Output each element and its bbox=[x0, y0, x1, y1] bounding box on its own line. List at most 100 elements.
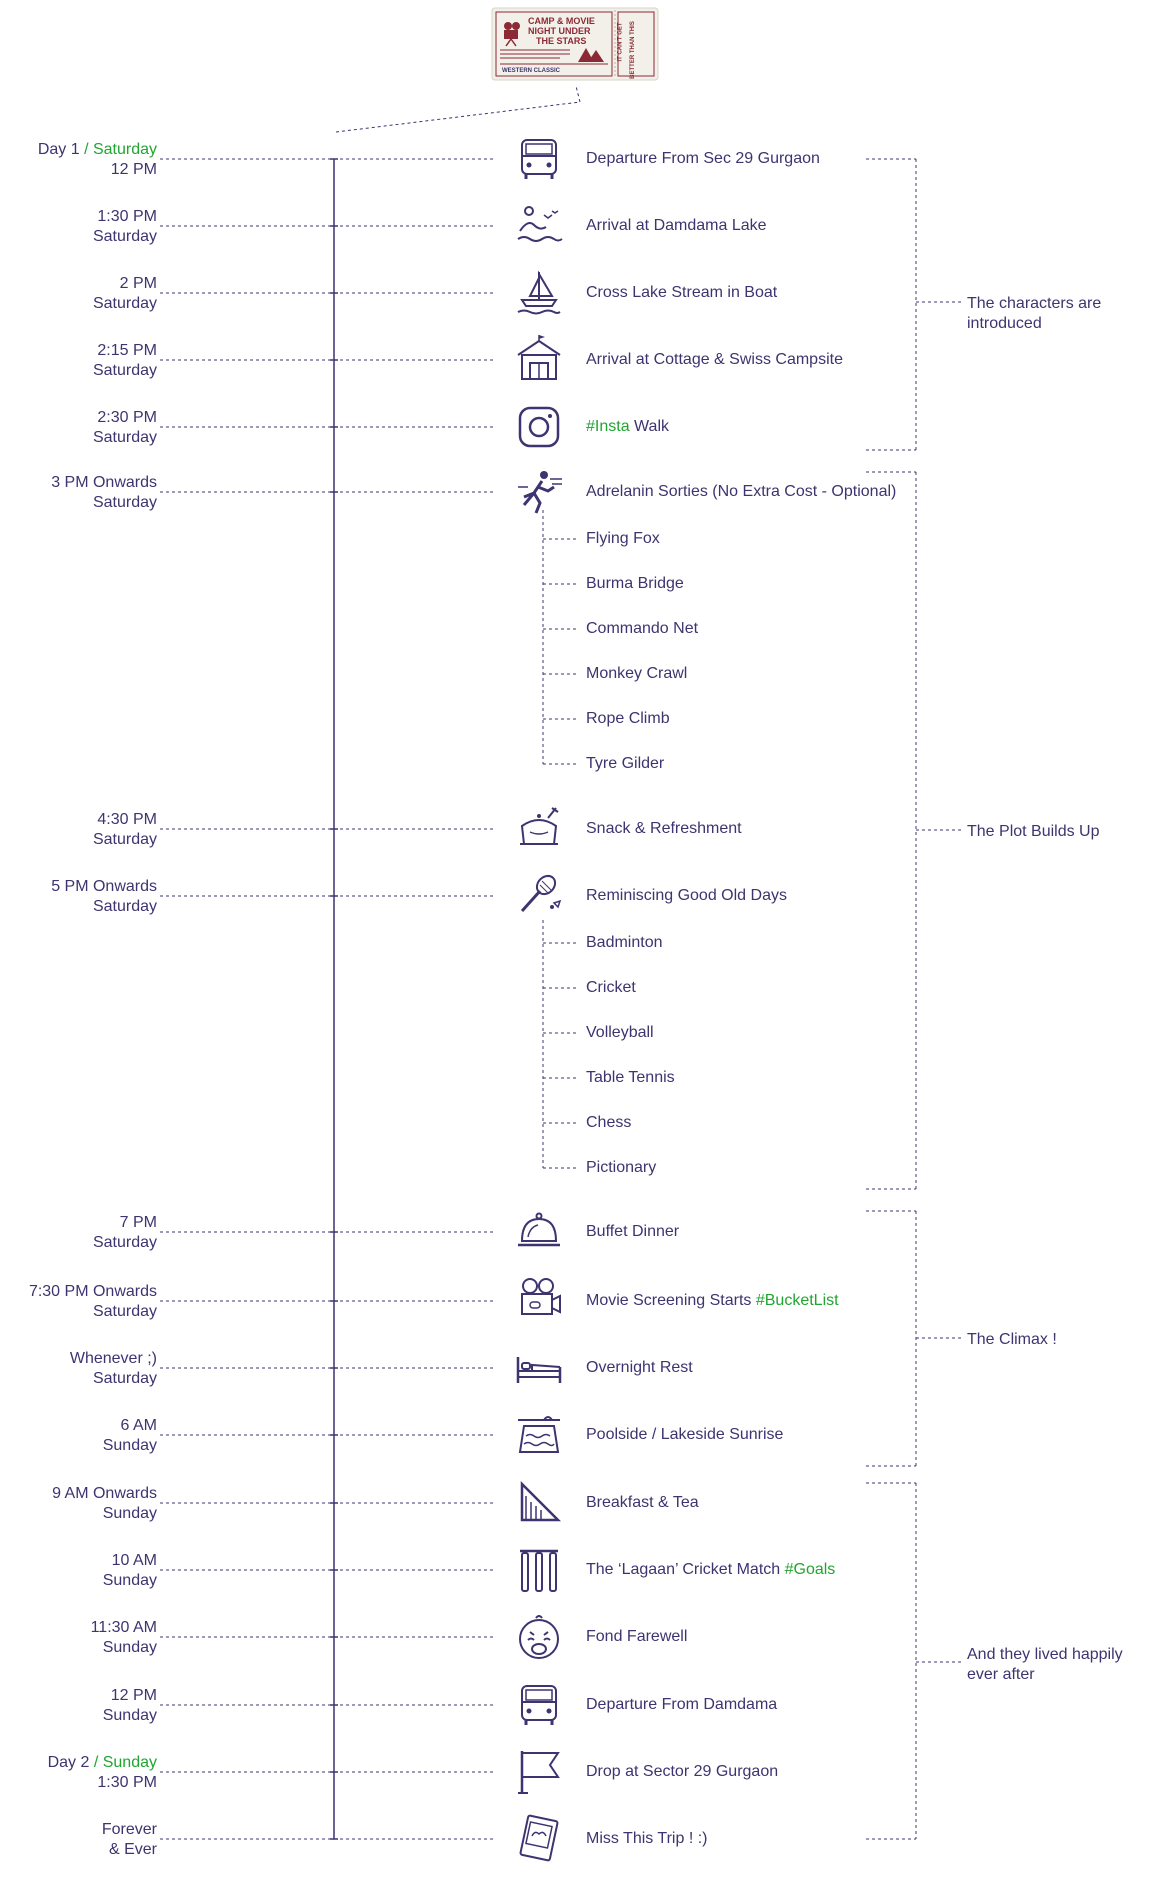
ticket-connector-line bbox=[335, 101, 581, 133]
event-time-secondary: Saturday bbox=[92, 494, 157, 511]
event-time-secondary: Saturday bbox=[92, 1370, 157, 1387]
time-primary: 6 AM bbox=[120, 1417, 157, 1434]
activity-label: #Insta Walk bbox=[586, 417, 669, 437]
pool-icon bbox=[514, 1410, 564, 1460]
event-time: 2:30 PM bbox=[97, 408, 157, 428]
time-primary: Day 1 bbox=[37, 141, 80, 158]
activity-text: Adrelanin Sorties (No Extra Cost - Optio… bbox=[586, 483, 897, 500]
ticket-graphic: CAMP & MOVIE NIGHT UNDER THE STARS WESTE… bbox=[490, 6, 660, 84]
event-time-secondary: & Ever bbox=[108, 1841, 157, 1858]
activity-label: Breakfast & Tea bbox=[586, 1493, 699, 1513]
time-day-accent: / Saturday bbox=[79, 141, 157, 158]
time-day-accent: / Sunday bbox=[89, 1754, 157, 1771]
activity-text: Reminiscing Good Old Days bbox=[586, 887, 787, 904]
game-item: Cricket bbox=[586, 979, 636, 996]
event-time-secondary: Sunday bbox=[102, 1639, 157, 1656]
activity-text: Snack & Refreshment bbox=[586, 820, 742, 837]
activity-text: Arrival at Damdama Lake bbox=[586, 217, 767, 234]
ticket-title-1: CAMP & MOVIE bbox=[528, 16, 595, 26]
activity-label: Snack & Refreshment bbox=[586, 819, 742, 839]
event-time-secondary: Sunday bbox=[102, 1505, 157, 1522]
time-primary: 2:15 PM bbox=[97, 342, 157, 359]
event-time: 2 PM bbox=[120, 274, 157, 294]
event-time: Whenever ;) bbox=[70, 1349, 157, 1369]
event-time: 6 AM bbox=[121, 1416, 157, 1436]
game-item: Table Tennis bbox=[586, 1069, 675, 1086]
event-time-secondary: Saturday bbox=[92, 228, 157, 245]
sortie-item: Tyre Gilder bbox=[586, 755, 665, 772]
time-primary: 2:30 PM bbox=[97, 409, 157, 426]
activity-label: Cross Lake Stream in Boat bbox=[586, 283, 777, 303]
event-time-secondary: Sunday bbox=[102, 1707, 157, 1724]
activity-label: Miss This Trip ! :) bbox=[586, 1829, 708, 1849]
activity-label: Arrival at Cottage & Swiss Campsite bbox=[586, 350, 843, 370]
event-time-secondary: 12 PM bbox=[110, 161, 157, 178]
time-primary: 7:30 PM Onwards bbox=[28, 1283, 157, 1300]
phase-label: And they lived happily ever after bbox=[967, 1646, 1123, 1683]
teapot-icon bbox=[514, 804, 564, 854]
game-item: Badminton bbox=[586, 934, 663, 951]
activity-text: The ‘Lagaan’ Cricket Match bbox=[586, 1561, 785, 1578]
time-primary: 4:30 PM bbox=[97, 811, 157, 828]
event-time: 1:30 PM bbox=[97, 207, 157, 227]
instagram-icon bbox=[514, 402, 564, 452]
activity-text: Departure From Damdama bbox=[586, 1696, 778, 1713]
activity-label: Buffet Dinner bbox=[586, 1222, 679, 1242]
ticket-subtitle: WESTERN CLASSIC bbox=[502, 68, 561, 74]
event-time-secondary: Saturday bbox=[92, 1303, 157, 1320]
time-primary: 9 AM Onwards bbox=[52, 1485, 157, 1502]
activity-label: The ‘Lagaan’ Cricket Match #Goals bbox=[586, 1560, 835, 1580]
activity-text: Arrival at Cottage & Swiss Campsite bbox=[586, 351, 843, 368]
game-item: Volleyball bbox=[586, 1024, 654, 1041]
event-time-secondary: Saturday bbox=[92, 1234, 157, 1251]
event-time-secondary: Saturday bbox=[92, 898, 157, 915]
cricket-stumps-icon bbox=[514, 1545, 564, 1595]
time-primary: 5 PM Onwards bbox=[51, 878, 157, 895]
activity-text: Overnight Rest bbox=[586, 1359, 693, 1376]
activity-label: Overnight Rest bbox=[586, 1358, 693, 1378]
bed-icon bbox=[514, 1343, 564, 1393]
phase-label: The Climax ! bbox=[967, 1331, 1057, 1348]
event-time-secondary: Saturday bbox=[92, 831, 157, 848]
boat-icon bbox=[514, 268, 564, 318]
activity-text: Departure From Sec 29 Gurgaon bbox=[586, 150, 820, 167]
event-time: Day 2 / Sunday bbox=[48, 1753, 157, 1773]
ticket-shape bbox=[491, 7, 659, 81]
event-time-secondary: Sunday bbox=[102, 1437, 157, 1454]
time-primary: 2 PM bbox=[119, 275, 157, 292]
activity-label: Departure From Damdama bbox=[586, 1695, 777, 1715]
event-time: 2:15 PM bbox=[97, 341, 157, 361]
time-primary: 7 PM bbox=[119, 1214, 157, 1231]
event-time-secondary: 1:30 PM bbox=[97, 1774, 157, 1791]
sortie-item: Burma Bridge bbox=[586, 575, 684, 592]
activity-hashtag: #Insta bbox=[586, 418, 630, 435]
activity-text: Movie Screening Starts bbox=[586, 1292, 756, 1309]
event-time-secondary: Saturday bbox=[92, 295, 157, 312]
time-primary: Forever bbox=[101, 1821, 157, 1838]
time-primary: 3 PM Onwards bbox=[51, 474, 157, 491]
event-time: Day 1 / Saturday bbox=[38, 140, 157, 160]
event-time-secondary: Saturday bbox=[92, 429, 157, 446]
activity-label: Departure From Sec 29 Gurgaon bbox=[586, 149, 820, 169]
event-time: 3 PM Onwards bbox=[51, 473, 157, 493]
sortie-item: Commando Net bbox=[586, 620, 699, 637]
activity-hashtag: #BucketList bbox=[755, 1292, 839, 1309]
event-time: 10 AM bbox=[112, 1551, 157, 1571]
game-item: Pictionary bbox=[586, 1159, 657, 1176]
flag-icon bbox=[514, 1747, 564, 1797]
event-time: 11:30 AM bbox=[91, 1618, 157, 1638]
runner-icon bbox=[514, 467, 564, 517]
cloche-icon bbox=[514, 1207, 564, 1257]
activity-text: Drop at Sector 29 Gurgaon bbox=[586, 1763, 779, 1780]
campsite-icon bbox=[514, 335, 564, 385]
activity-text: Fond Farewell bbox=[586, 1628, 688, 1645]
activity-label: Adrelanin Sorties (No Extra Cost - Optio… bbox=[586, 482, 896, 502]
ticket-title-2: NIGHT UNDER bbox=[528, 26, 591, 36]
time-primary: Day 2 bbox=[47, 1754, 90, 1771]
event-time: 4:30 PM bbox=[97, 810, 157, 830]
activity-text: Poolside / Lakeside Sunrise bbox=[586, 1426, 784, 1443]
game-item: Chess bbox=[586, 1114, 632, 1131]
bus-icon bbox=[514, 1680, 564, 1730]
